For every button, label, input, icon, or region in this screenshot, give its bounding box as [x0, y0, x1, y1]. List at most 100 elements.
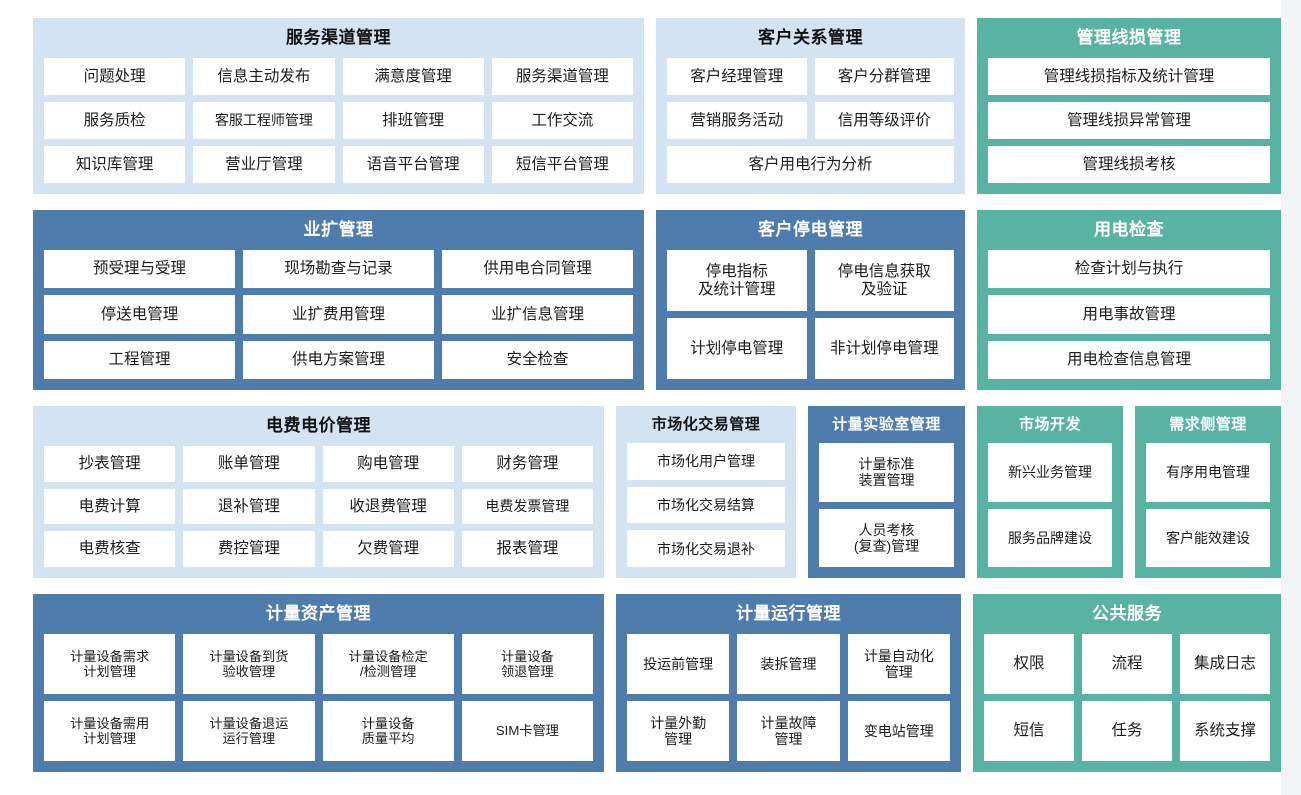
panel-market-trading-management[interactable]: 市场化交易管理 市场化用户管理 市场化交易结算 市场化交易退补: [616, 406, 796, 578]
tile-item[interactable]: 欠费管理: [322, 531, 454, 568]
tile-item[interactable]: 财务管理: [461, 446, 593, 482]
panel-customer-relationship-management[interactable]: 客户关系管理 客户经理管理 客户分群管理 营销服务活动 信用等级评价 客户用电行…: [656, 18, 965, 194]
tile-item[interactable]: 人员考核 (复查)管理: [819, 508, 954, 567]
tile-item[interactable]: 计量设备 质量平均: [322, 701, 454, 761]
tile-row: 知识库管理 营业厅管理 语音平台管理 短信平台管理: [44, 146, 633, 183]
tile-grid: 客户经理管理 客户分群管理 营销服务活动 信用等级评价 客户用电行为分析: [667, 58, 954, 183]
tile-item[interactable]: 业扩费用管理: [243, 295, 434, 334]
tile-item[interactable]: 计量自动化 管理: [847, 634, 950, 694]
tile-item[interactable]: 电费核查: [44, 531, 176, 568]
panel-management-line-loss-management[interactable]: 管理线损管理 管理线损指标及统计管理 管理线损异常管理 管理线损考核: [977, 18, 1281, 194]
tile-item[interactable]: 管理线损指标及统计管理: [988, 58, 1270, 95]
tile-item[interactable]: 知识库管理: [44, 146, 186, 183]
tile-item[interactable]: 停电指标 及统计管理: [667, 250, 807, 311]
tile-item[interactable]: 购电管理: [322, 446, 454, 482]
tile-item[interactable]: 用电检查信息管理: [988, 340, 1270, 379]
tile-item[interactable]: 电费发票管理: [461, 488, 593, 525]
tile-item[interactable]: 抄表管理: [44, 446, 176, 482]
tile-item[interactable]: 信息主动发布: [193, 58, 335, 95]
panel-customer-outage-management[interactable]: 客户停电管理 停电指标 及统计管理 停电信息获取 及验证 计划停电管理 非计划停…: [656, 210, 965, 390]
tile-item[interactable]: 计量设备需用 计划管理: [44, 701, 176, 761]
tile-grid: 市场化用户管理 市场化交易结算 市场化交易退补: [627, 443, 785, 568]
tile-item[interactable]: 计量故障 管理: [737, 701, 840, 761]
tile-item[interactable]: 短信平台管理: [491, 146, 633, 183]
tile-item[interactable]: 客服工程师管理: [193, 102, 335, 139]
tile-item[interactable]: 投运前管理: [627, 634, 730, 694]
tile-item[interactable]: 新兴业务管理: [988, 443, 1112, 502]
tile-item[interactable]: 账单管理: [183, 446, 315, 482]
tile-item[interactable]: 系统支撑: [1180, 701, 1270, 761]
tile-item[interactable]: 计量标准 装置管理: [819, 443, 954, 502]
tile-row: 计划停电管理 非计划停电管理: [667, 318, 954, 379]
tile-item[interactable]: 集成日志: [1180, 634, 1270, 694]
tile-row: 用电检查信息管理: [988, 340, 1270, 379]
tile-item[interactable]: 变电站管理: [847, 701, 950, 761]
panel-metering-laboratory-management[interactable]: 计量实验室管理 计量标准 装置管理 人员考核 (复查)管理: [808, 406, 965, 578]
tile-item[interactable]: 客户分群管理: [814, 58, 954, 95]
tile-item[interactable]: 计量设备 领退管理: [461, 634, 593, 694]
tile-item[interactable]: 报表管理: [461, 531, 593, 568]
tile-item[interactable]: 营销服务活动: [667, 102, 807, 139]
tile-item[interactable]: 现场勘查与记录: [243, 250, 434, 289]
tile-item[interactable]: 计量设备退运 运行管理: [183, 701, 315, 761]
tile-item[interactable]: 计量设备到货 验收管理: [183, 634, 315, 694]
panel-market-development[interactable]: 市场开发 新兴业务管理 服务品牌建设: [977, 406, 1123, 578]
tile-item[interactable]: 市场化交易退补: [627, 530, 785, 568]
panel-business-expansion-management[interactable]: 业扩管理 预受理与受理 现场勘查与记录 供用电合同管理 停送电管理 业扩费用管理…: [33, 210, 644, 390]
panel-title: 市场开发: [1018, 416, 1081, 433]
tile-item[interactable]: 信用等级评价: [814, 102, 954, 139]
panel-title: 用电检查: [1094, 220, 1164, 239]
tile-item[interactable]: 短信: [984, 701, 1074, 761]
tile-item[interactable]: 收退费管理: [322, 488, 454, 525]
tile-item[interactable]: 计量外勤 管理: [627, 701, 730, 761]
tile-item[interactable]: 安全检查: [442, 340, 633, 379]
tile-item[interactable]: 计划停电管理: [667, 318, 807, 379]
tile-item[interactable]: 客户能效建设: [1146, 508, 1270, 567]
panel-electricity-fee-and-price-management[interactable]: 电费电价管理 抄表管理 账单管理 购电管理 财务管理 电费计算 退补管理 收退费…: [33, 406, 604, 578]
tile-item[interactable]: 退补管理: [183, 488, 315, 525]
tile-item[interactable]: 管理线损异常管理: [988, 102, 1270, 139]
tile-item[interactable]: 任务: [1082, 701, 1172, 761]
tile-item[interactable]: SIM卡管理: [461, 701, 593, 761]
tile-item[interactable]: 供用电合同管理: [442, 250, 633, 289]
tile-item[interactable]: 排班管理: [342, 102, 484, 139]
tile-item[interactable]: 电费计算: [44, 488, 176, 525]
tile-item[interactable]: 工作交流: [491, 102, 633, 139]
tile-item[interactable]: 管理线损考核: [988, 146, 1270, 183]
tile-item[interactable]: 工程管理: [44, 340, 235, 379]
tile-item[interactable]: 服务质检: [44, 102, 186, 139]
tile-item[interactable]: 客户经理管理: [667, 58, 807, 95]
tile-item[interactable]: 停送电管理: [44, 295, 235, 334]
tile-item[interactable]: 计量设备需求 计划管理: [44, 634, 176, 694]
tile-item[interactable]: 问题处理: [44, 58, 186, 95]
panel-public-service[interactable]: 公共服务 权限 流程 集成日志 短信 任务 系统支撑: [973, 594, 1281, 772]
tile-item[interactable]: 市场化用户管理: [627, 443, 785, 480]
panel-title: 业扩管理: [303, 220, 374, 239]
tile-item[interactable]: 预受理与受理: [44, 250, 235, 289]
tile-item[interactable]: 非计划停电管理: [814, 318, 954, 379]
tile-item[interactable]: 供电方案管理: [243, 340, 434, 379]
panel-service-channel-management[interactable]: 服务渠道管理 问题处理 信息主动发布 满意度管理 服务渠道管理 服务质检 客服工…: [33, 18, 644, 194]
tile-item[interactable]: 服务渠道管理: [491, 58, 633, 95]
tile-row: 抄表管理 账单管理 购电管理 财务管理: [44, 446, 593, 482]
tile-item[interactable]: 用电事故管理: [988, 295, 1270, 334]
tile-item[interactable]: 权限: [984, 634, 1074, 694]
panel-demand-side-management[interactable]: 需求侧管理 有序用电管理 客户能效建设: [1135, 406, 1281, 578]
tile-item[interactable]: 流程: [1082, 634, 1172, 694]
tile-item[interactable]: 装拆管理: [737, 634, 840, 694]
tile-item[interactable]: 满意度管理: [342, 58, 484, 95]
panel-power-usage-inspection[interactable]: 用电检查 检查计划与执行 用电事故管理 用电检查信息管理: [977, 210, 1281, 390]
tile-item[interactable]: 语音平台管理: [342, 146, 484, 183]
tile-item[interactable]: 费控管理: [183, 531, 315, 568]
tile-item[interactable]: 客户用电行为分析: [667, 146, 954, 183]
tile-item[interactable]: 服务品牌建设: [988, 508, 1112, 567]
tile-item[interactable]: 营业厅管理: [193, 146, 335, 183]
panel-metering-operation-management[interactable]: 计量运行管理 投运前管理 装拆管理 计量自动化 管理 计量外勤 管理 计量故障 …: [616, 594, 961, 772]
tile-item[interactable]: 有序用电管理: [1146, 443, 1270, 502]
tile-item[interactable]: 停电信息获取 及验证: [814, 250, 954, 311]
panel-metering-asset-management[interactable]: 计量资产管理 计量设备需求 计划管理 计量设备到货 验收管理 计量设备检定 /检…: [33, 594, 604, 772]
tile-item[interactable]: 检查计划与执行: [988, 250, 1270, 289]
tile-item[interactable]: 业扩信息管理: [442, 295, 633, 334]
tile-item[interactable]: 计量设备检定 /检测管理: [322, 634, 454, 694]
tile-item[interactable]: 市场化交易结算: [627, 486, 785, 524]
